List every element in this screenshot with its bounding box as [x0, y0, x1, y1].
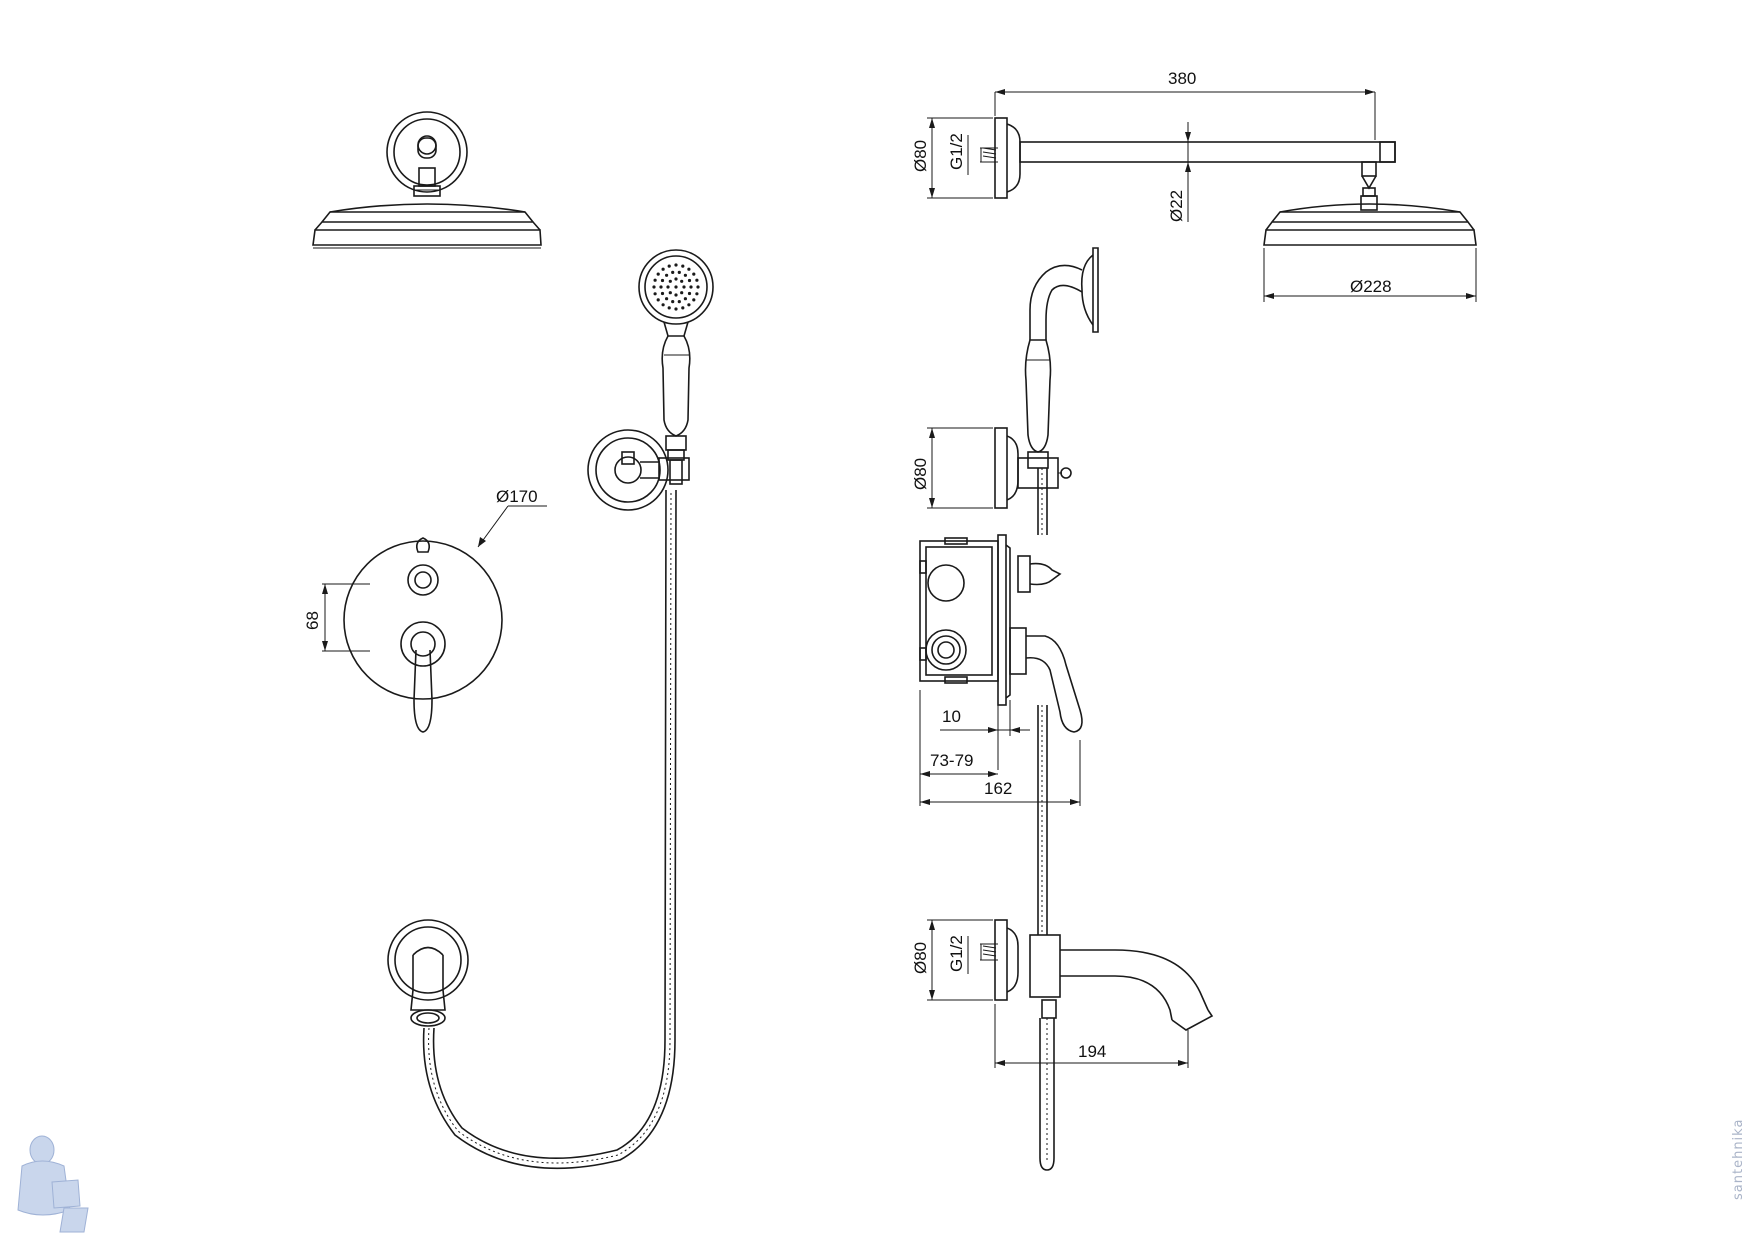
nozzle-dot	[674, 263, 678, 267]
watermark-side-text: santehnika	[1731, 1119, 1746, 1200]
front-mixer-plate	[343, 537, 503, 733]
nozzle-dot	[682, 285, 686, 289]
side-holder: Ø80	[911, 427, 1072, 509]
side-shower-head	[1263, 203, 1477, 246]
dim-arm-length: 380	[994, 69, 1376, 140]
label-top-flange-dia: Ø80	[911, 140, 930, 172]
front-spout	[387, 919, 469, 1027]
dim-top-flange: Ø80 G1/2	[911, 117, 993, 199]
side-hand-shower	[1024, 247, 1099, 469]
label-mixer-depth: 73-79	[930, 751, 973, 770]
nozzle-dot	[666, 285, 670, 289]
nozzle-dot	[687, 267, 691, 271]
nozzle-dot	[652, 285, 656, 289]
nozzle-dot	[656, 298, 660, 302]
nozzle-dot	[660, 278, 665, 283]
label-mixer-offset: 10	[942, 707, 961, 726]
nozzle-dot	[681, 264, 685, 268]
nozzle-dot	[668, 279, 672, 283]
front-shower-flange	[386, 111, 468, 197]
label-mixer-total-depth: 162	[984, 779, 1012, 798]
nozzle-dot	[680, 279, 684, 283]
front-hand-shower	[638, 249, 714, 485]
dim-handle-spacing: 68	[303, 583, 370, 652]
nozzle-dot	[653, 278, 657, 282]
nozzle-dot	[665, 297, 669, 301]
dim-mixer: 10 73-79 162	[919, 690, 1081, 806]
dim-mixer-plate: Ø170	[477, 487, 547, 548]
side-shower-arm	[980, 117, 1396, 211]
label-top-thread: G1/2	[947, 133, 966, 170]
nozzle-dot	[683, 297, 688, 301]
nozzle-dot	[695, 278, 699, 282]
label-mixer-plate-dia: Ø170	[496, 487, 538, 506]
nozzle-dot	[674, 307, 678, 311]
nozzle-dot	[667, 264, 671, 268]
dim-spout: Ø80 G1/2 194	[911, 919, 1189, 1068]
front-hose	[422, 489, 677, 1170]
nozzle-dot	[661, 303, 665, 307]
nozzle-dot	[687, 291, 692, 296]
nozzle-dot	[674, 277, 678, 281]
nozzle-dot	[661, 267, 665, 271]
nozzle-dot	[696, 285, 700, 289]
nozzle-dot	[656, 272, 660, 276]
side-mixer-box	[919, 534, 1083, 733]
label-arm-length: 380	[1168, 69, 1196, 88]
nozzle-dot	[677, 300, 681, 304]
dim-pipe: Ø22	[1167, 122, 1191, 222]
nozzle-dot	[692, 272, 696, 276]
nozzle-dot	[692, 298, 696, 302]
side-spout	[980, 919, 1214, 1031]
label-shower-head-dia: Ø228	[1350, 277, 1392, 296]
nozzle-dot	[674, 285, 678, 289]
nozzle-dot	[687, 303, 691, 307]
nozzle-dot	[695, 292, 699, 296]
nozzle-dot	[677, 270, 681, 274]
side-hose	[1037, 468, 1055, 1171]
nozzle-dot	[689, 285, 693, 289]
front-shower-head	[312, 203, 542, 249]
label-spout-length: 194	[1078, 1042, 1106, 1061]
watermark-logo	[17, 1135, 89, 1233]
front-holder	[587, 429, 690, 511]
nozzle-dot	[659, 285, 663, 289]
label-holder-flange-dia: Ø80	[911, 458, 930, 490]
nozzle-dot	[671, 300, 675, 304]
label-spout-flange-dia: Ø80	[911, 942, 930, 974]
label-pipe-dia: Ø22	[1167, 190, 1186, 222]
nozzle-dot	[660, 291, 665, 296]
nozzle-dot	[687, 278, 692, 283]
nozzle-dot	[674, 293, 678, 297]
nozzle-dot	[668, 291, 672, 295]
nozzle-dot	[683, 273, 688, 277]
label-spout-thread: G1/2	[947, 935, 966, 972]
nozzle-dot	[671, 270, 675, 274]
nozzle-dot	[681, 306, 685, 310]
nozzle-dot	[653, 292, 657, 296]
nozzle-dot	[680, 291, 684, 295]
nozzle-dot	[667, 306, 671, 310]
dim-shower-head: Ø228	[1263, 248, 1477, 302]
nozzle-dot	[665, 273, 669, 277]
label-handle-spacing: 68	[303, 611, 322, 630]
